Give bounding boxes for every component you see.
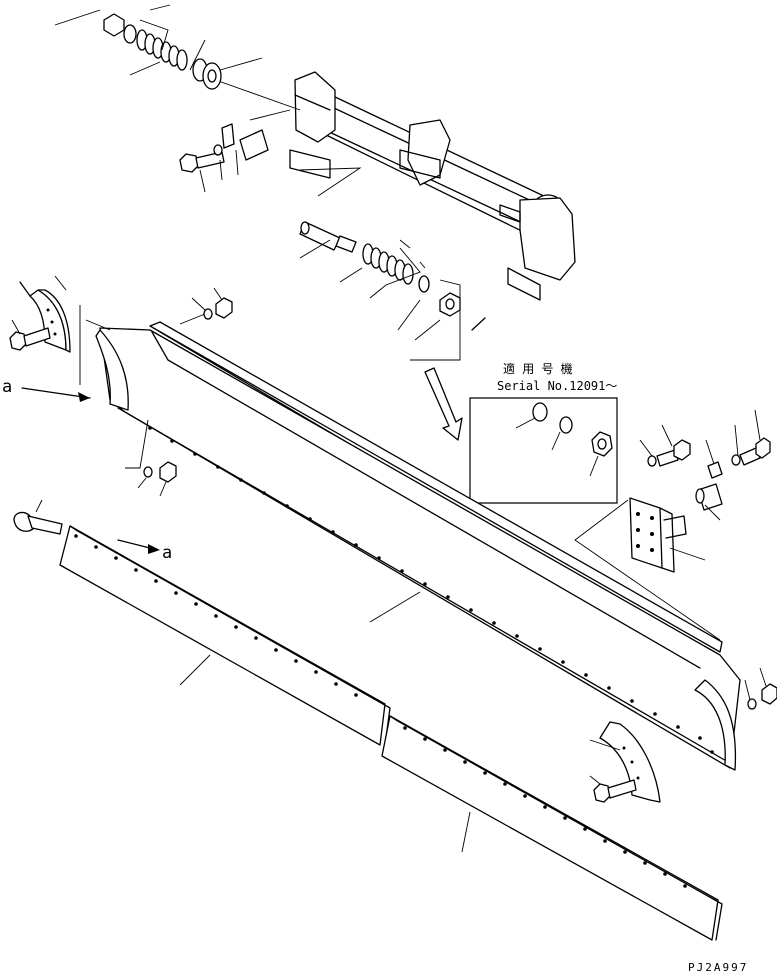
- callout-a-left: a: [2, 377, 91, 402]
- right-mount-hardware: [574, 409, 771, 641]
- frame-pin-bolt: [179, 109, 291, 193]
- callout-a-lower-label: a: [162, 543, 172, 563]
- right-end-bit: [589, 667, 777, 803]
- frame-assembly: [209, 71, 576, 301]
- applicability-note: 適 用 号 機 Serial No.12091～: [424, 361, 618, 504]
- drawing-code-text: PJ2A997: [688, 961, 748, 973]
- left-blade-nuts: [125, 287, 233, 497]
- cutting-edge-bolt: [13, 499, 63, 535]
- moldboard-bolt-holes: [148, 426, 714, 754]
- cutting-edge-right: [381, 715, 723, 941]
- cutting-edge-left: [59, 525, 391, 746]
- moldboard-blade: [95, 311, 741, 771]
- callout-a-left-label: a: [2, 377, 12, 397]
- lower-pin-stack: [299, 221, 430, 331]
- left-end-bit: [9, 275, 111, 385]
- serial-text: Serial No.12091～: [497, 379, 617, 393]
- applicability-jp-text: 適 用 号 機: [503, 361, 573, 376]
- callout-a-lower: a: [117, 539, 172, 563]
- nut-and-pin-pair: [410, 279, 486, 361]
- upper-bushing-stack: [54, 4, 263, 90]
